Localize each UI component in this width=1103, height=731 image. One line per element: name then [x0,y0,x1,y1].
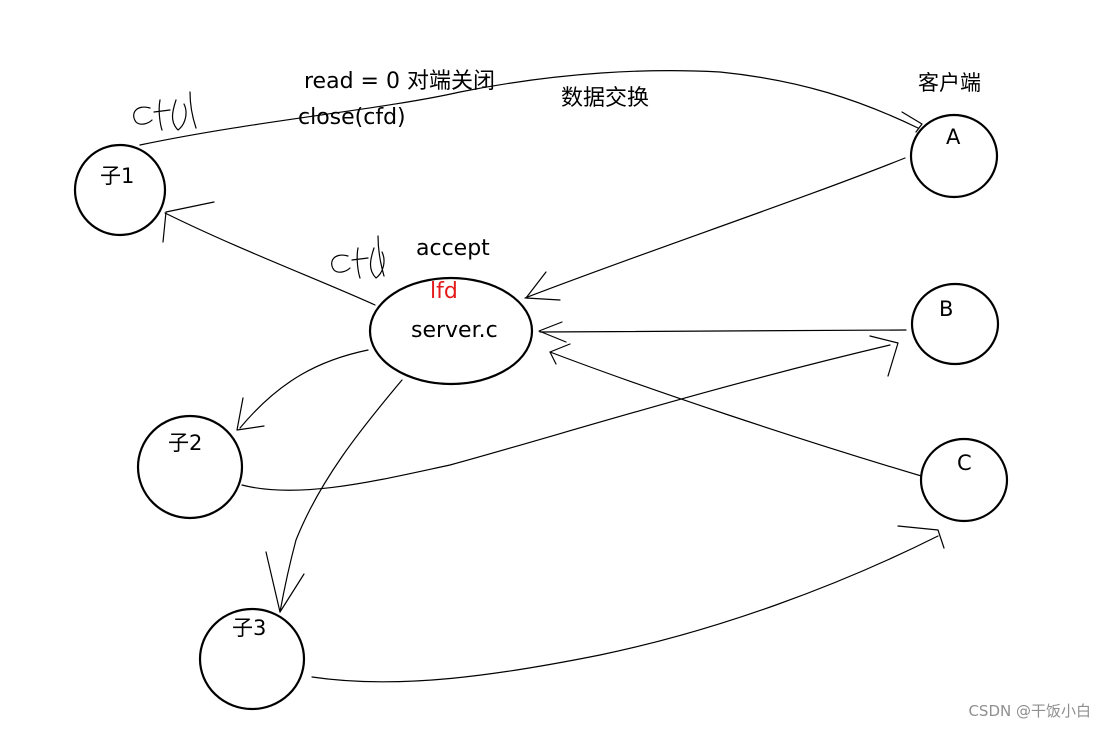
edge-a-to-server [524,157,906,299]
server-fd-label: lfd [430,279,458,304]
label-read-zero: read = 0 对端关闭 [304,69,495,94]
edge-child3-to-c [311,535,939,683]
client-a-label: A [946,125,961,149]
server-node [368,276,534,386]
arrowhead-a-top [901,111,923,133]
edge-server-to-child2 [239,349,369,429]
client-b-node [910,282,1000,366]
arrowhead-child3 [265,551,305,613]
arrowhead-child2 [236,397,265,431]
edge-b-to-server [539,329,907,333]
watermark: CSDN @干饭小白 [968,702,1091,720]
child1-label: 子1 [100,164,135,188]
client-b-label: B [939,297,954,321]
arrowhead-c [897,525,945,549]
client-c-label: C [957,451,972,475]
arrowhead-server-from-a [525,271,561,301]
child2-label: 子2 [168,431,203,455]
child2-node [136,414,244,520]
handwritten-cfd-top [133,91,197,131]
client-a-node [909,113,999,199]
handwritten-cfd-mid [331,235,385,279]
edge-child1-to-a [139,70,919,146]
arrowhead-child1 [162,201,215,243]
edge-child2-to-b [241,344,891,491]
server-name-label: server.c [411,318,498,343]
label-data-exchange: 数据交换 [561,86,650,111]
arrowhead-b [869,335,899,377]
arrowhead-server-from-c [549,343,571,365]
edge-server-to-child1 [164,212,376,306]
label-close-cfd: close(cfd) [298,105,406,130]
arrowhead-server-from-b [538,321,567,343]
edge-c-to-server [549,351,929,479]
child3-node [198,607,306,711]
child1-node [73,143,167,237]
server-call-label: accept [416,236,490,261]
client-c-node [919,437,1009,523]
edge-server-to-child3 [279,379,403,613]
child3-label: 子3 [232,616,267,640]
label-clients: 客户端 [918,71,981,95]
